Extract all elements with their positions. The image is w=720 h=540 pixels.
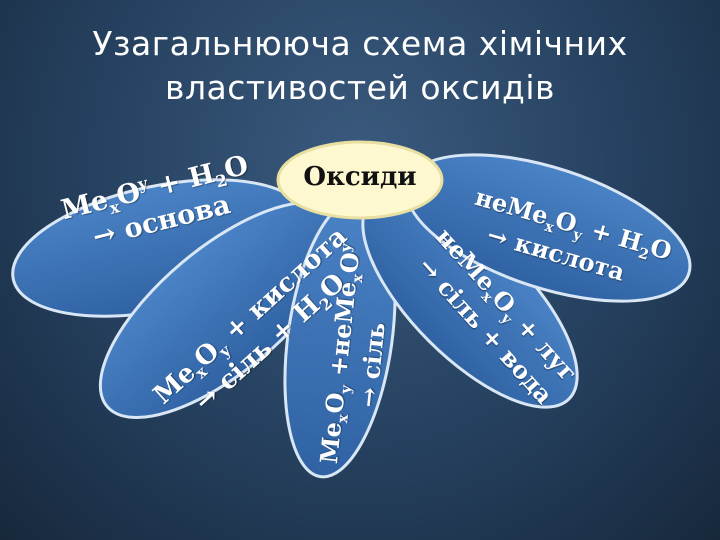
page-title: Узагальнююча схема хімічних властивостей… bbox=[0, 22, 720, 110]
center-oxides bbox=[276, 140, 444, 220]
center-label: Оксиди bbox=[303, 162, 417, 192]
title-line-2: властивостей оксидів bbox=[165, 68, 555, 107]
title-line-1: Узагальнююча схема хімічних bbox=[92, 24, 628, 63]
